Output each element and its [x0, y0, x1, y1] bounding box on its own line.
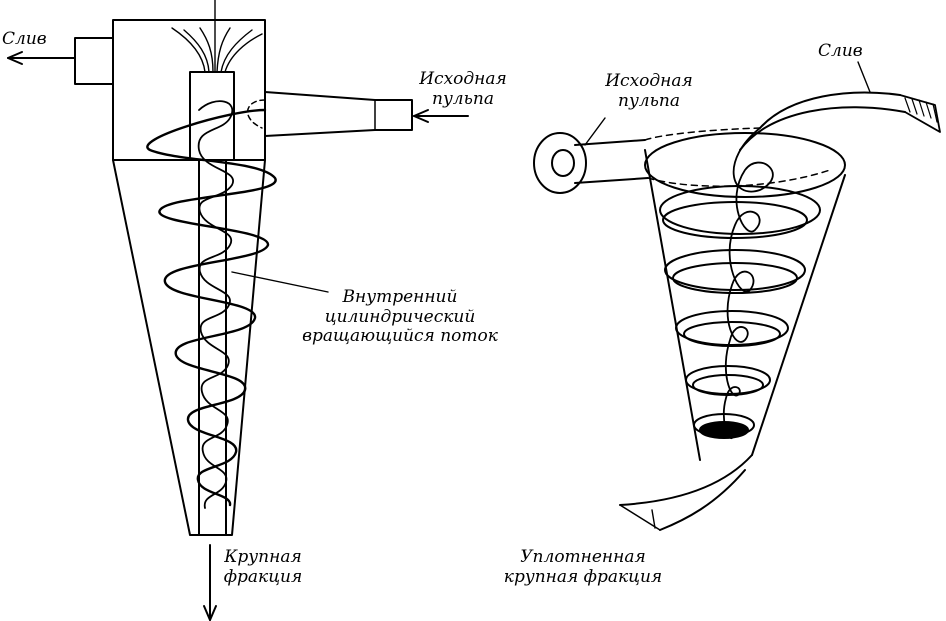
vortex-label-line-3: вращающийся поток — [302, 326, 498, 347]
outer-spiral — [146, 108, 277, 507]
vortex-leader — [231, 271, 329, 293]
vortex-label-line-1: Внутренний — [342, 287, 458, 307]
right-hydrocyclone — [533, 61, 941, 531]
feed-inlet-pipe — [264, 91, 413, 137]
right-coarse-label-line-2: крупная фракция — [503, 566, 663, 587]
spiral-ribbon — [644, 132, 846, 439]
feed-pipe — [574, 139, 649, 184]
overflow-pipe — [74, 37, 114, 85]
vortex-label-line-2: цилиндрический — [324, 306, 476, 327]
left-coarse-label-line-2: фракция — [223, 566, 303, 587]
cone-body — [112, 159, 266, 536]
right-feed-label-line-1: Исходная — [605, 71, 693, 91]
right-feed-label: Исходная пульпа — [590, 71, 708, 111]
left-feed-label: Исходная пульпа — [408, 69, 518, 109]
left-overflow-label: Слив — [2, 29, 47, 49]
left-hydrocyclone — [7, 0, 469, 621]
left-feed-label-line-2: пульпа — [432, 88, 494, 109]
underflow-ribbon — [619, 454, 753, 531]
inner-spiral — [197, 100, 235, 509]
cone-outline — [644, 149, 846, 461]
vortex-label: Внутренний цилиндрический вращающийся по… — [282, 287, 518, 347]
feed-flange — [533, 132, 587, 194]
overflow-ribbon — [739, 91, 906, 151]
left-coarse-label: Крупная фракция — [208, 547, 318, 587]
vortex-finder — [189, 71, 235, 161]
air-core — [198, 159, 227, 536]
left-coarse-label-line-1: Крупная — [224, 547, 302, 567]
left-feed-label-line-1: Исходная — [419, 69, 507, 89]
right-coarse-label-line-1: Уплотненная — [520, 547, 646, 567]
right-coarse-label: Уплотненная крупная фракция — [478, 547, 688, 587]
inner-swirl — [722, 127, 774, 439]
right-overflow-label: Слив — [818, 41, 863, 61]
right-feed-label-line-2: пульпа — [618, 90, 680, 111]
top-stream-lines — [171, 0, 263, 73]
